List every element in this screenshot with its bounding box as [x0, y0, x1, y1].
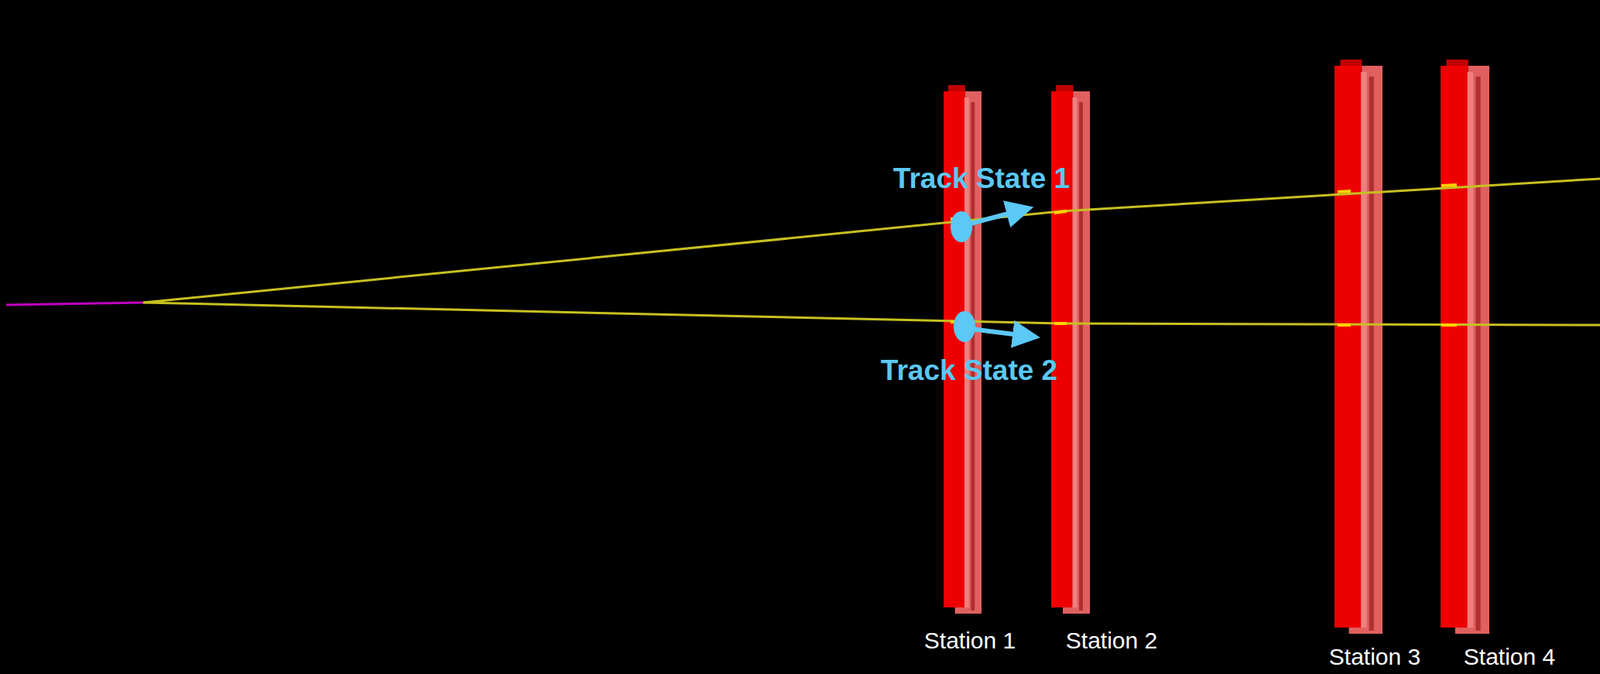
beam-line [6, 302, 144, 305]
station-label: Station 1 [924, 627, 1016, 655]
station-plane [1360, 71, 1367, 628]
track-state-label: Track State 1 [893, 162, 1070, 196]
hit-marks [950, 185, 1457, 326]
station-plane [1334, 65, 1361, 628]
station-plane [1369, 76, 1374, 631]
track-state-arrow [970, 328, 1027, 336]
station-plane [1079, 102, 1083, 611]
track-line [143, 178, 1600, 303]
track-state-label: Track State 2 [880, 354, 1058, 388]
station-label: Station 3 [1329, 644, 1421, 671]
station-label: Station 2 [1065, 627, 1158, 655]
track-state-marker [950, 211, 973, 243]
station-plane [1440, 65, 1468, 628]
track-state-marker [953, 311, 976, 343]
station-label: Station 4 [1463, 644, 1556, 671]
station-plane [1072, 97, 1078, 608]
track-state-arrow [967, 210, 1021, 225]
track-line [143, 302, 1600, 326]
station-plane [1467, 71, 1474, 628]
station-plane [1475, 76, 1481, 631]
